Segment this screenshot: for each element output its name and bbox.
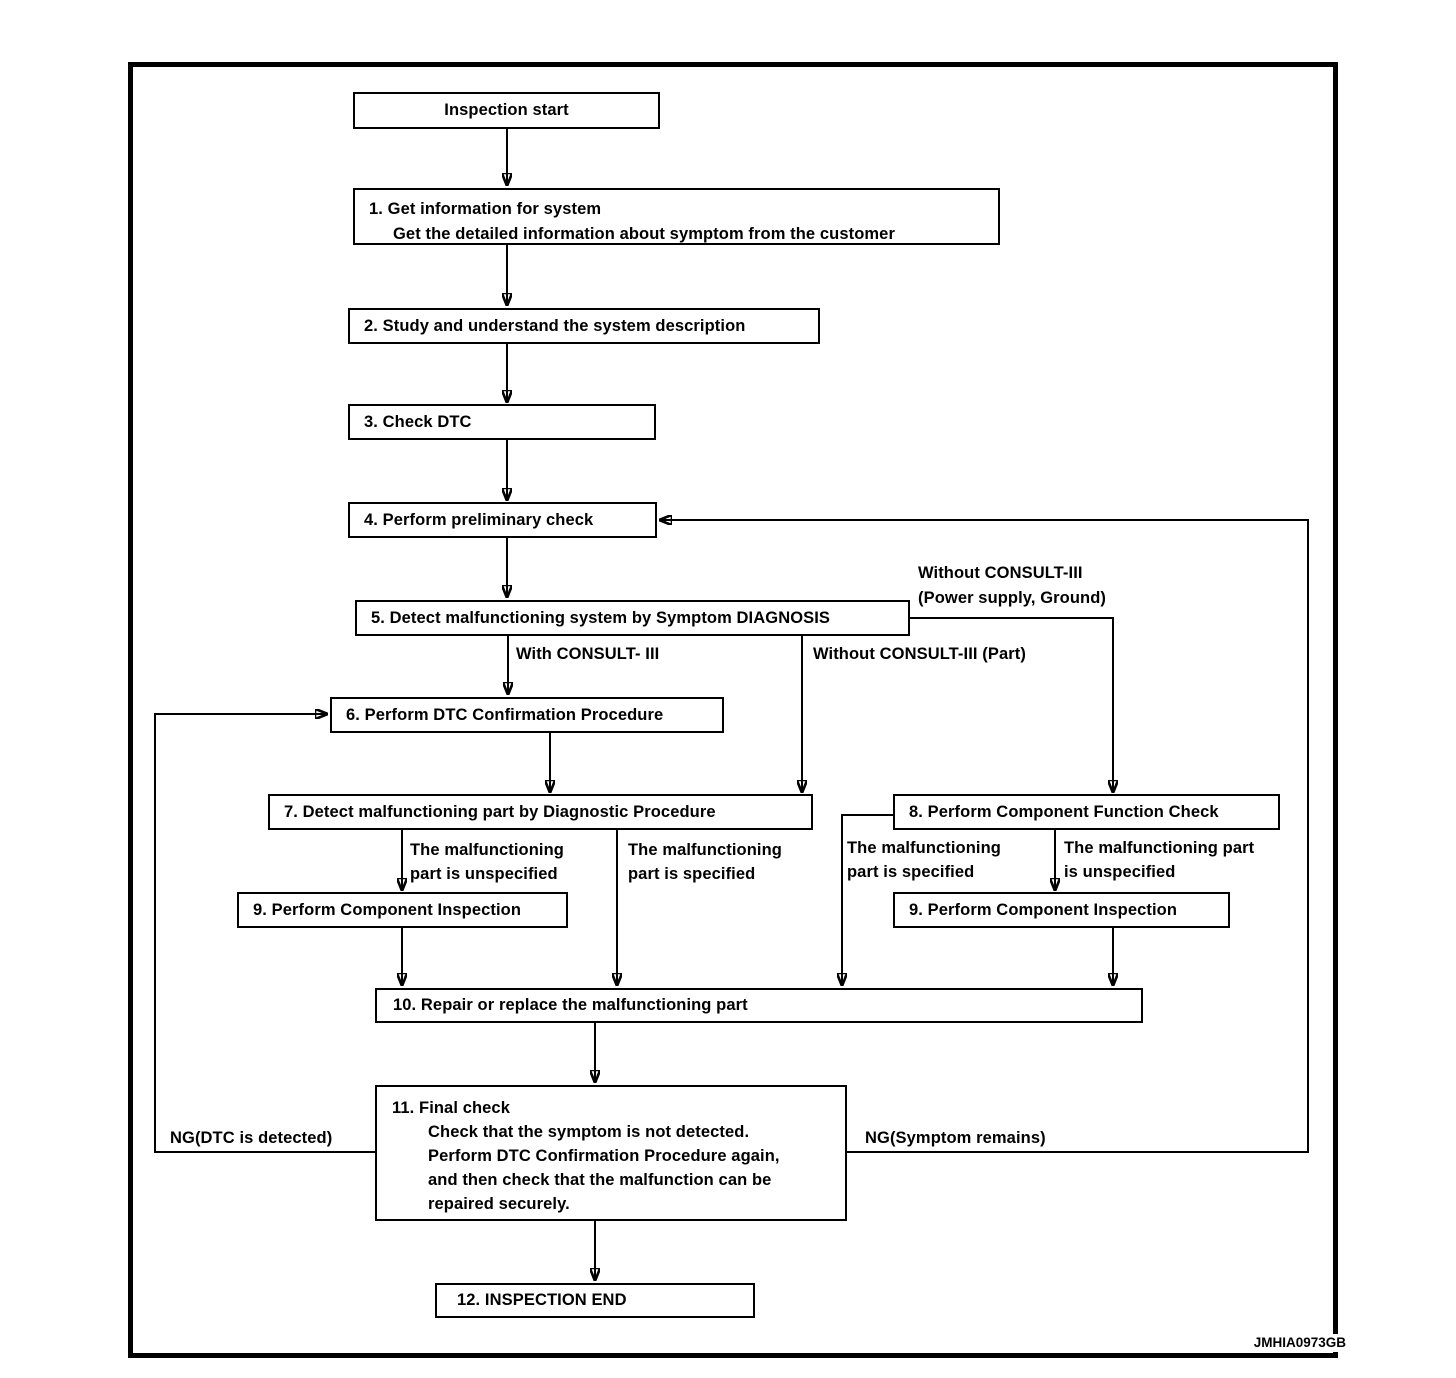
node-step-11-line4: and then check that the malfunction can …: [428, 1171, 772, 1189]
node-step-1-line2: Get the detailed information about sympt…: [393, 225, 895, 243]
node-step-8: 8. Perform Component Function Check: [893, 794, 1280, 830]
edge-label-left-unspecified: The malfunctioning part is unspecified: [410, 838, 564, 886]
node-step-10: 10. Repair or replace the malfunctioning…: [375, 988, 1143, 1023]
node-step-9-left-label: 9. Perform Component Inspection: [253, 900, 522, 919]
node-step-11: 11. Final check Check that the symptom i…: [375, 1085, 847, 1221]
edge-label-right-specified: The malfunctioning part is specified: [847, 836, 1001, 884]
node-step-11-line3: Perform DTC Confirmation Procedure again…: [428, 1147, 780, 1165]
node-step-6: 6. Perform DTC Confirmation Procedure: [330, 697, 724, 733]
edge-step8-to-step10-specified: [842, 814, 893, 986]
node-step-12: 12. INSPECTION END: [435, 1283, 755, 1318]
outer-border: [128, 62, 1338, 1358]
edge-label-ng-dtc-detected: NG(DTC is detected): [170, 1129, 333, 1147]
node-step-10-label: 10. Repair or replace the malfunctioning…: [393, 996, 748, 1014]
node-step-2: 2. Study and understand the system descr…: [348, 308, 820, 344]
node-step-5: 5. Detect malfunctioning system by Sympt…: [355, 600, 910, 636]
node-step-11-line1: 11. Final check: [392, 1099, 510, 1117]
edge-label-without-consult-power-line2: (Power supply, Ground): [918, 589, 1106, 607]
edge-feedback-ng-symptom-to-step4: [659, 520, 1309, 1153]
node-step-9-left: 9. Perform Component Inspection: [237, 892, 568, 928]
node-step-11-line2: Check that the symptom is not detected.: [428, 1123, 750, 1141]
edge-label-left-unspecified-line1: The malfunctioning: [410, 841, 564, 859]
node-step-9-right: 9. Perform Component Inspection: [893, 892, 1230, 928]
node-step-7: 7. Detect malfunctioning part by Diagnos…: [268, 794, 813, 830]
edge-label-ng-symptom-remains: NG(Symptom remains): [865, 1129, 1046, 1147]
node-step-7-label: 7. Detect malfunctioning part by Diagnos…: [284, 802, 716, 821]
edge-label-left-specified-line2: part is specified: [628, 865, 756, 883]
node-step-11-line5: repaired securely.: [428, 1195, 570, 1213]
edge-label-left-specified: The malfunctioning part is specified: [628, 838, 782, 886]
edge-label-with-consult: With CONSULT- III: [516, 645, 660, 663]
node-step-6-label: 6. Perform DTC Confirmation Procedure: [346, 705, 664, 724]
edge-label-without-consult-power: Without CONSULT-III (Power supply, Groun…: [918, 561, 1106, 611]
edge-label-left-specified-line1: The malfunctioning: [628, 841, 782, 859]
node-step-4-label: 4. Perform preliminary check: [364, 510, 594, 529]
edge-step5-to-step8-without-consult-power: [910, 617, 1113, 793]
node-step-5-label: 5. Detect malfunctioning system by Sympt…: [371, 608, 831, 627]
node-step-3-label: 3. Check DTC: [364, 412, 472, 431]
edge-feedback-ng-dtc-to-step6: [154, 714, 375, 1153]
node-step-8-label: 8. Perform Component Function Check: [909, 802, 1219, 821]
node-inspection-start: Inspection start: [353, 92, 660, 129]
edge-label-without-consult-part: Without CONSULT-III (Part): [813, 645, 1026, 663]
figure-code-watermark: JMHIA0973GB: [1249, 1334, 1346, 1352]
edge-label-right-specified-line2: part is specified: [847, 863, 975, 881]
edge-label-right-unspecified-line2: is unspecified: [1064, 863, 1176, 881]
edge-label-without-consult-power-line1: Without CONSULT-III: [918, 564, 1083, 582]
node-step-4: 4. Perform preliminary check: [348, 502, 657, 538]
node-step-1-line1: 1. Get information for system: [369, 200, 602, 218]
edge-label-left-unspecified-line2: part is unspecified: [410, 865, 558, 883]
node-step-1: 1. Get information for system Get the de…: [353, 188, 1000, 245]
node-step-9-right-label: 9. Perform Component Inspection: [909, 900, 1178, 919]
node-step-3: 3. Check DTC: [348, 404, 656, 440]
edge-label-right-unspecified-line1: The malfunctioning part: [1064, 839, 1255, 857]
node-step-12-label: 12. INSPECTION END: [457, 1291, 627, 1309]
edge-label-right-specified-line1: The malfunctioning: [847, 839, 1001, 857]
edge-label-right-unspecified: The malfunctioning part is unspecified: [1064, 836, 1254, 884]
node-inspection-start-label: Inspection start: [444, 101, 569, 119]
node-step-2-label: 2. Study and understand the system descr…: [364, 316, 746, 335]
